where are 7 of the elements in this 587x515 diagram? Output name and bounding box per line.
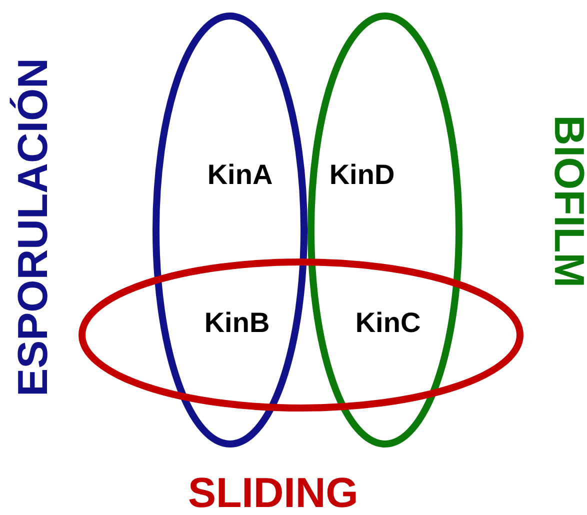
kinase-label: KinA [207, 159, 273, 191]
kinase-label: KinD [329, 159, 395, 191]
set-label: BIOFILM [548, 115, 587, 288]
set-label: SLIDING [188, 472, 358, 514]
set-label: ESPORULACIÓN [12, 58, 54, 396]
kinase-label: KinB [204, 307, 270, 339]
kinase-label: KinC [355, 307, 421, 339]
